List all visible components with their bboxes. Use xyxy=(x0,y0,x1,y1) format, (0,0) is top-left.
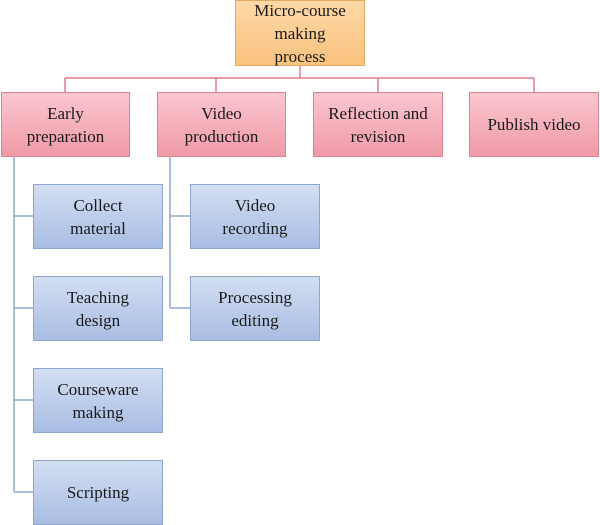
task-node-collect-material: Collect material xyxy=(33,184,163,249)
task-node-video-recording: Video recording xyxy=(190,184,320,249)
phase-node-early-preparation: Early preparation xyxy=(1,92,130,157)
phase-node-reflection-and-revision: Reflection and revision xyxy=(313,92,443,157)
phase-node-video-production: Video production xyxy=(157,92,286,157)
task-node-scripting: Scripting xyxy=(33,460,163,525)
phase-node-publish-video: Publish video xyxy=(469,92,599,157)
task-node-teaching-design: Teaching design xyxy=(33,276,163,341)
task-node-courseware-making: Courseware making xyxy=(33,368,163,433)
task-node-processing-editing: Processing editing xyxy=(190,276,320,341)
root-node: Micro-course making process xyxy=(235,0,365,66)
